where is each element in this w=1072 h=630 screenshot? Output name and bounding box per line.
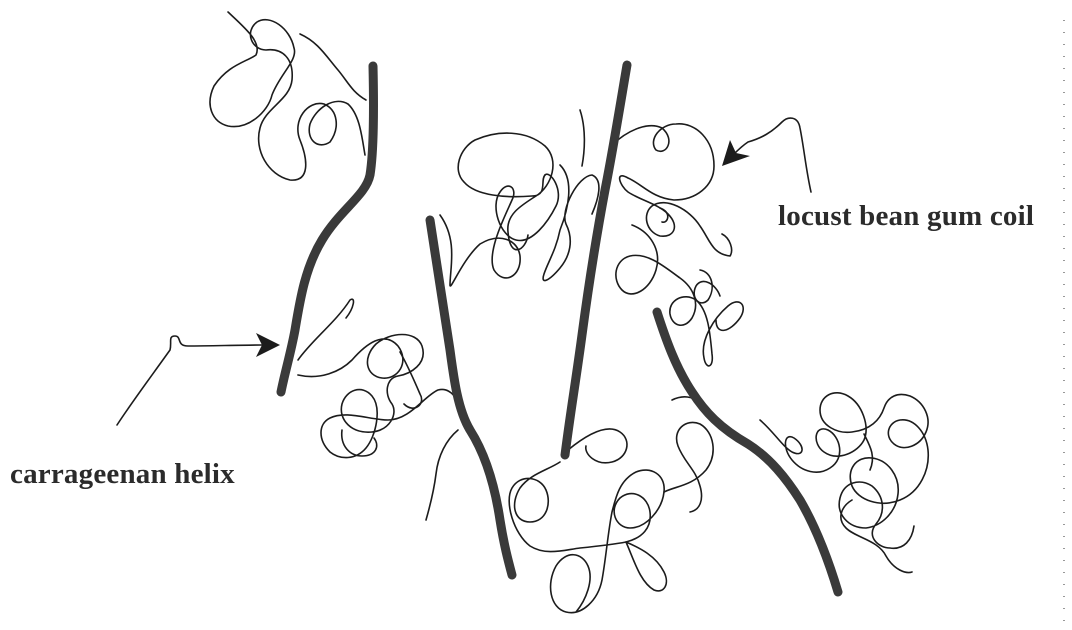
coil-strand — [660, 208, 668, 222]
coil-cluster-left-lower — [298, 299, 464, 520]
coil-strand — [440, 174, 558, 286]
coil-strand — [509, 462, 664, 613]
coil-cluster-top-left — [210, 12, 366, 180]
carrageenan-helix — [657, 312, 838, 592]
coil-strand — [664, 422, 713, 512]
coil-strand — [298, 335, 464, 458]
coil-strand — [616, 225, 743, 366]
carrageenan-helix — [281, 66, 374, 392]
coil-strand — [568, 429, 627, 463]
coil-strand — [626, 542, 666, 591]
helix-group — [281, 65, 838, 592]
coil-strand — [841, 500, 912, 572]
coil-arrow-shaft — [734, 118, 811, 192]
coil-strand — [300, 34, 366, 100]
helix-arrow-shaft — [117, 336, 262, 425]
carrageenan-helix-label: carrageenan helix — [10, 458, 235, 491]
helix-pointer — [117, 333, 280, 425]
coil-cluster-center — [440, 110, 599, 286]
coil-strand — [864, 434, 872, 470]
coil-strand — [426, 430, 458, 520]
locust-bean-gum-coil-label: locust bean gum coil — [778, 200, 1034, 233]
coil-strand — [694, 270, 720, 303]
coil-cluster-bottom-center — [509, 397, 713, 613]
coil-strand — [342, 430, 377, 456]
coil-strand — [612, 124, 732, 256]
coil-pointer — [722, 118, 811, 192]
carrageenan-helix — [565, 65, 627, 455]
coil-strand — [298, 299, 353, 360]
coil-strand — [580, 110, 584, 166]
coil-strand — [210, 12, 365, 180]
carrageenan-helix — [430, 220, 512, 575]
coil-cluster-upper-right — [612, 124, 743, 366]
